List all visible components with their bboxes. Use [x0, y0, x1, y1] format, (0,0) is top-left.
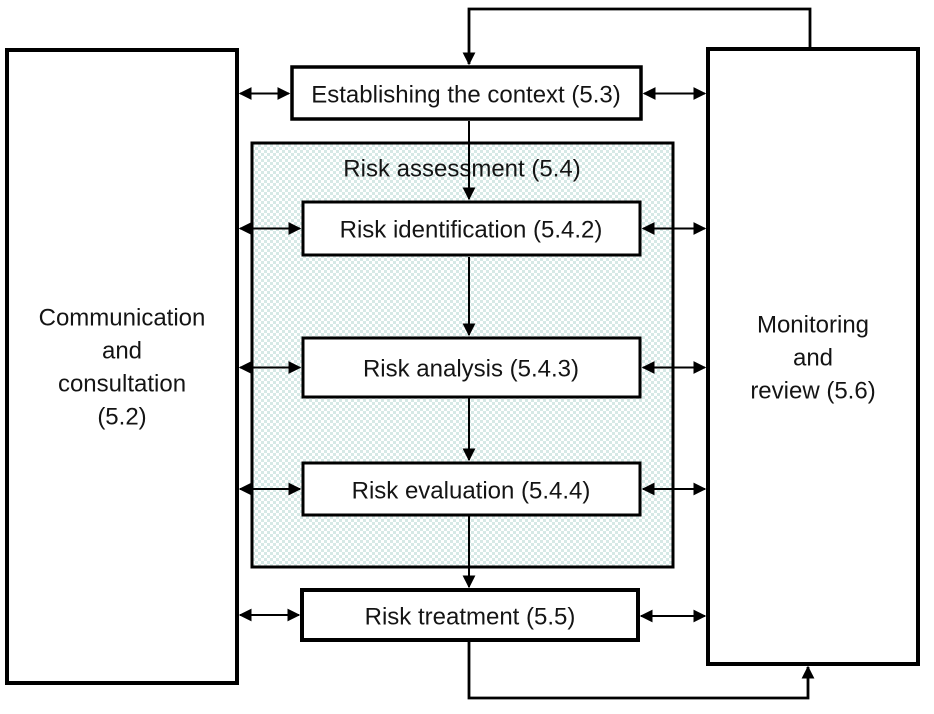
risk-identification-box [301, 200, 642, 257]
monitoring-review-box [706, 47, 920, 666]
communication-line-2: and [102, 338, 142, 365]
communication-link-arrows [238, 87, 302, 622]
risk-identification-label: Risk identification (5.4.2) [340, 217, 603, 244]
monitoring-line-3: review (5.6) [750, 378, 875, 405]
communication-line-3: consultation [58, 371, 186, 398]
risk-evaluation-label: Risk evaluation (5.4.4) [352, 478, 591, 505]
monitoring-line-2: and [793, 345, 833, 372]
communication-line-4: (5.2) [97, 404, 146, 431]
risk-evaluation-box [301, 461, 642, 517]
establishing-context-box [290, 65, 643, 121]
monitoring-line-1: Monitoring [757, 312, 869, 339]
arrow-monitoring-to-context-feedback [462, 7, 812, 66]
communication-consultation-box [5, 48, 239, 685]
monitoring-link-arrows [639, 87, 707, 623]
risk-analysis-box [301, 336, 642, 399]
risk-analysis-label: Risk analysis (5.4.3) [363, 356, 579, 383]
risk-assessment-label: Risk assessment (5.4) [343, 156, 580, 183]
communication-consultation-label: Communication and consultation (5.2) [39, 305, 206, 431]
risk-treatment-label: Risk treatment (5.5) [365, 604, 576, 631]
communication-line-1: Communication [39, 305, 206, 332]
monitoring-review-label: Monitoring and review (5.6) [750, 312, 875, 405]
arrow-treatment-to-monitoring-feedback [467, 640, 815, 700]
establishing-context-label: Establishing the context (5.3) [311, 82, 621, 109]
